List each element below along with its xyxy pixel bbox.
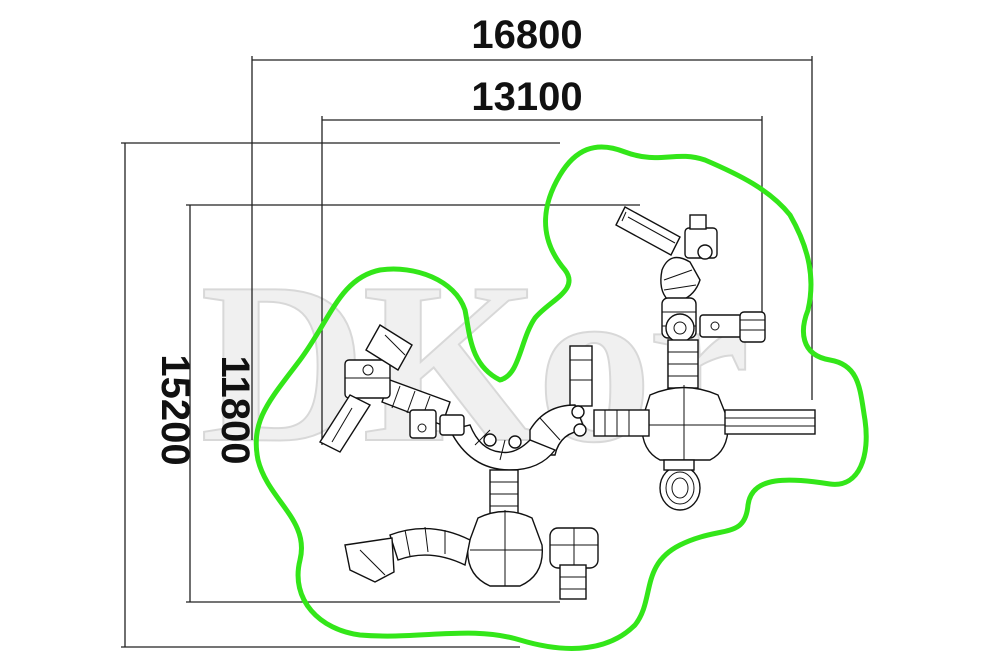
panel-left-small [409,409,465,439]
tunnel-slide-bottom-left [389,526,471,567]
dimension-total-width [251,56,813,440]
tower-right-central [641,385,729,461]
slide-right-horizontal [724,409,816,435]
dimension-label-inner-width: 13100 [471,75,582,119]
slide-bottom-right [559,564,587,600]
platform-top-connector [665,313,743,343]
connector-clamps-center [483,405,587,449]
spiral-slide-right [659,459,701,511]
dimension-inner-width [321,116,763,445]
tower-top-right [684,214,718,260]
dimension-inner-height [186,204,640,603]
tower-left [344,359,391,399]
watermark-logo: DKor [200,235,746,490]
slide-left-lower [318,394,372,453]
safety-zone-boundary [253,144,869,651]
slide-bottom-left-exit [344,537,395,583]
dimension-label-inner-height: 11800 [213,355,257,464]
bridge-vertical-center [489,469,519,515]
bridge-vertical-right [667,339,699,389]
dimension-label-total-width: 16800 [471,13,582,57]
tower-bottom-right [549,527,599,569]
slide-top-right [615,206,681,256]
bridge-horizontal-center-right [593,409,650,437]
tower-bottom-central [466,510,544,587]
dimension-total-height [121,142,560,648]
slide-center-vertical [569,345,593,407]
slide-top-right-straight [739,311,766,343]
tube-slide-curved-top [660,256,701,301]
slide-left-upper [365,324,413,371]
